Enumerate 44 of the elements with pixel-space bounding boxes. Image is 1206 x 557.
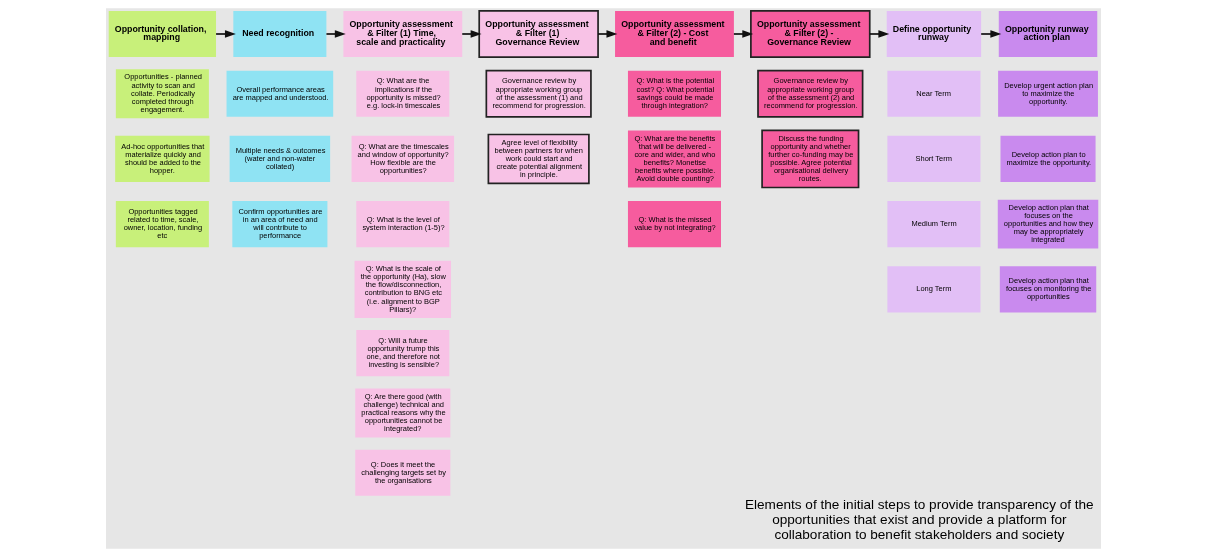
node-box: Governance review by appropriate working group of the assessment (1) and recommend for progression. [485,69,592,118]
node-box: Ad-hoc opportunities that materialize quickly and should be added to the hopper. [114,135,210,183]
arrow [460,30,482,38]
node-box: Medium Term [886,201,980,248]
node-box: Opportunities tagged related to time, scale, owner, location, funding etc [115,201,209,248]
node-box: Develop urgent action plan to maximize the opportunity. [997,70,1098,117]
node-box: Opportunity assessment & Filter (2) - Governance Review [749,10,871,58]
node-box: Q: What are the timescales and window of opportunity? How flexible are the opportunities? [351,135,454,183]
node-box: Q: What is the level of system interaction (1-5)? [355,201,449,248]
arrow [325,30,346,38]
node-box: Q: What is the scale of the opportunity (Ha), slow the flow/disconnection, contribution to BNG etc (i.e. alignment to BGP Pillars)? [354,260,451,318]
node-box: Opportunity assessment & Filter (1) Governance Review [477,10,599,58]
arrow [868,30,889,38]
node-box: Develop action plan to maximize the opportunity. [1000,135,1096,183]
node-box: Develop action plan that focuses on monitoring the opportunities [999,266,1096,313]
arrow [732,30,753,38]
node-box: Define opportunity runway [886,10,981,58]
node-box: Opportunity runway action plan [998,10,1097,58]
node-box: Long Term [886,266,980,313]
node-box: Q: What are the benefits that will be delivered - core and wider, and who benefits? Monetise benefits where possible. Avoid double counting? [627,130,721,188]
node-box: Discuss the funding opportunity and whether further co-funding may be possible. Agree potential organisational delivery routes. [760,129,859,189]
node-box: Q: What is the potential cost? Q: What potential savings could be made through integration? [627,70,721,117]
arrow [596,30,617,38]
node-box: Near Term [886,70,980,117]
node-box: Governance review by appropriate working group of the assessment (2) and recommend for progression. [756,69,863,118]
node-box: Agree level of flexibility between partners for when work could start and create potential alignment in principle. [487,133,590,185]
node-box: Q: Does it meet the challenging targets set by the organisations [354,449,450,496]
node-box: Overall performance areas are mapped and understood. [226,70,333,117]
arrow [214,30,236,38]
arrow [979,30,1001,38]
node-box: Develop action plan that focuses on the opportunities and how they may be appropriately integrated [997,199,1098,249]
caption: Elements of the initial steps to provide transparency of the opportunities that exist and provide a platform for collaboration to benefit stakeholders and society [744,497,1094,543]
node-box: Opportunity assessment & Filter (1) Time, scale and practicality [342,10,462,58]
node-box: Q: Will a future opportunity trump this one, and therefore not investing is sensible? [355,330,449,377]
node-box: Need recognition [232,10,326,58]
node-box: Short Term [886,135,980,183]
node-box: Multiple needs & outcomes (water and non-water collated) [229,135,330,183]
node-box: Confirm opportunities are in an area of need and will contribute to performance [231,201,327,248]
node-box: Opportunities - planned activity to scan and collate. Periodically completed through engagement. [115,69,209,119]
node-box: Opportunity collation, mapping [108,10,216,58]
node-box: Q: Are there good (with challenge) technical and practical reasons why the opportunities cannot be integrated? [354,388,450,438]
node-box: Q: What are the implications if the opportunity is missed? e.g. lock-in timescales [355,70,449,117]
node-box: Opportunity assessment & Filter (2) - Cost and benefit [614,10,734,58]
node-box: Q: What is the missed value by not integrating? [627,201,721,248]
